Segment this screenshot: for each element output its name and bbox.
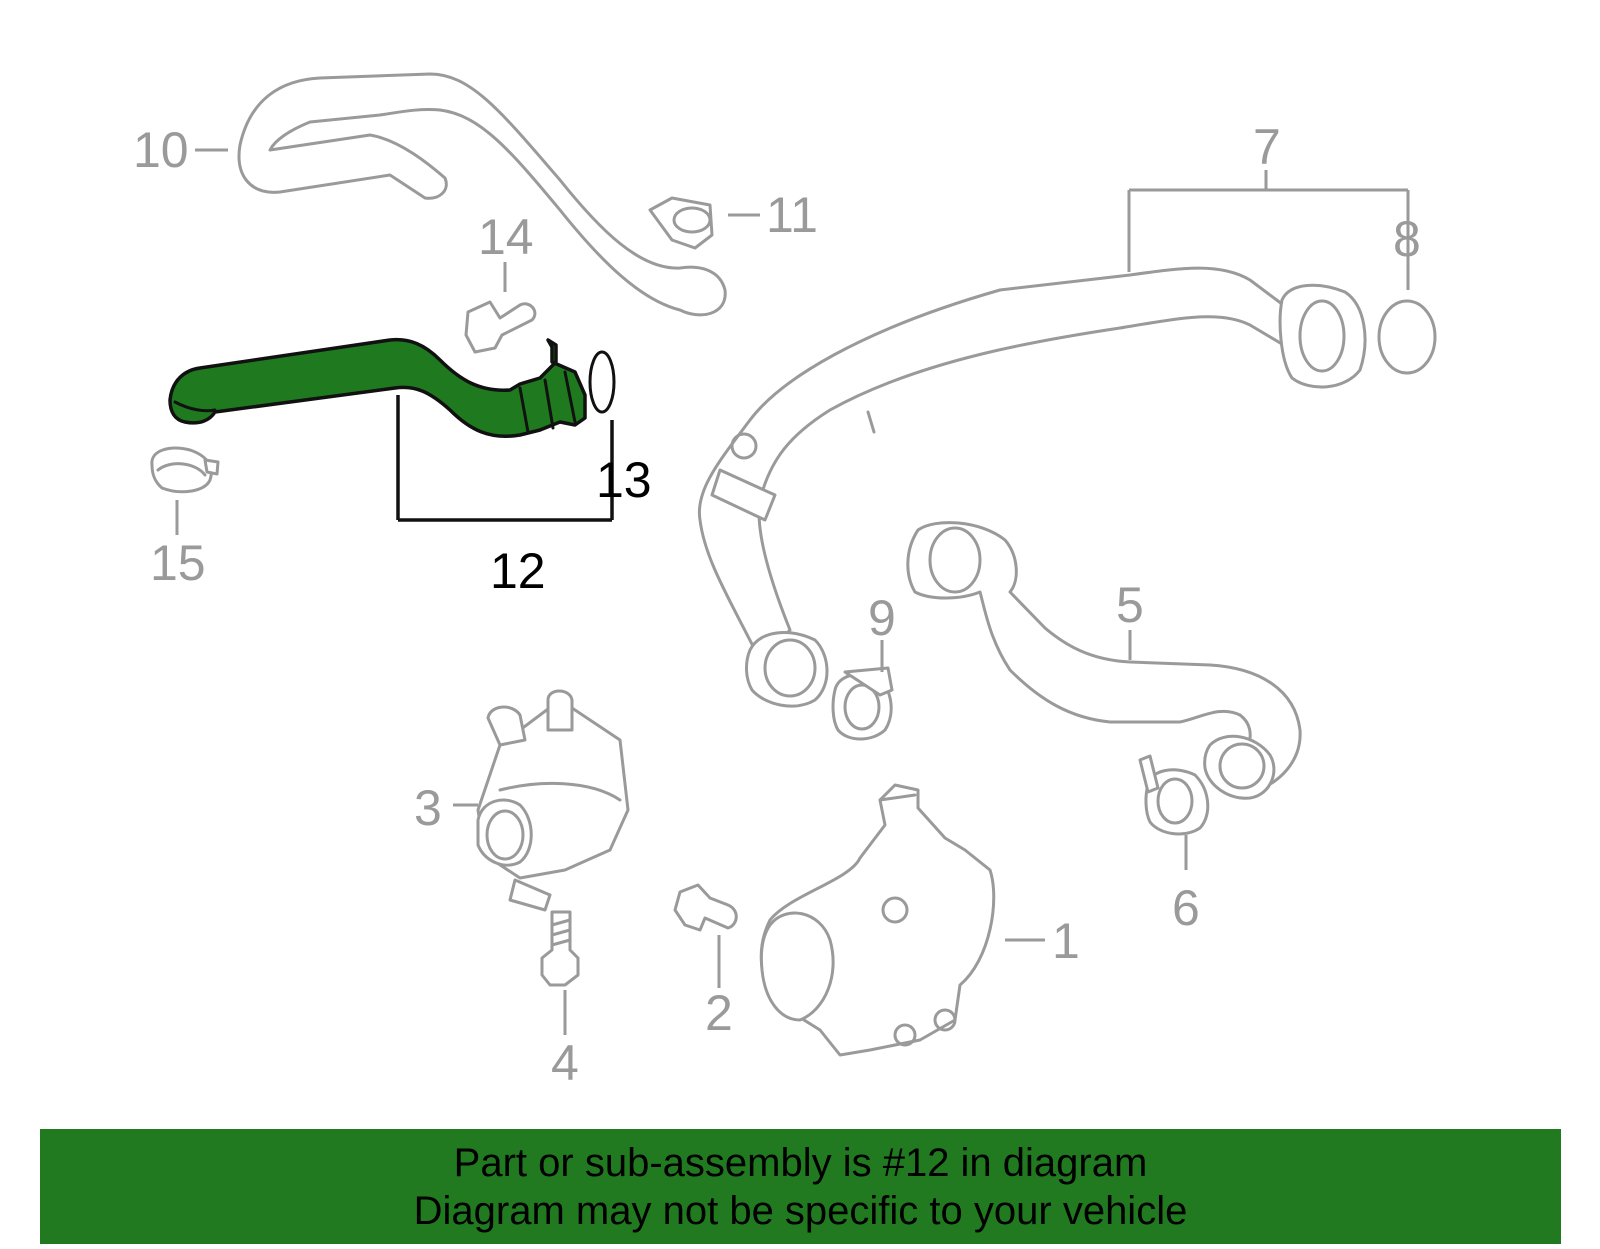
- footer-line-2: Diagram may not be specific to your vehi…: [413, 1189, 1188, 1233]
- part-15-clamp[interactable]: [150, 446, 220, 494]
- callout-12: 12: [490, 543, 546, 599]
- part-14-bolt[interactable]: [464, 300, 537, 354]
- callout-6: 6: [1172, 880, 1200, 936]
- callout-9: 9: [868, 590, 896, 646]
- footer-banner: Part or sub-assembly is #12 in diagram D…: [40, 1129, 1561, 1244]
- callout-3: 3: [414, 780, 442, 836]
- callout-5: 5: [1116, 577, 1144, 633]
- callout-2: 2: [705, 985, 733, 1041]
- part-12-hose-highlighted[interactable]: [168, 337, 587, 438]
- leader-lines: [175, 148, 1410, 1035]
- callout-13: 13: [596, 452, 652, 508]
- part-13-o-ring[interactable]: [588, 350, 616, 414]
- part-7-pipe[interactable]: [697, 266, 1367, 708]
- callout-8: 8: [1393, 211, 1421, 267]
- part-10-hose[interactable]: [237, 72, 727, 317]
- part-8-seal-ring[interactable]: [1377, 299, 1437, 375]
- footer-line-1: Part or sub-assembly is #12 in diagram: [453, 1141, 1148, 1185]
- part-4-bolt[interactable]: [540, 910, 580, 987]
- callout-4: 4: [551, 1035, 579, 1091]
- callout-11: 11: [766, 187, 818, 243]
- callout-7: 7: [1253, 119, 1281, 175]
- part-11-clamp[interactable]: [648, 196, 714, 250]
- callout-10: 10: [133, 122, 189, 178]
- part-1-water-pump[interactable]: [759, 783, 996, 1057]
- callout-1: 1: [1052, 913, 1080, 969]
- part-3-thermostat-housing[interactable]: [476, 689, 630, 912]
- part-2-bolt[interactable]: [673, 883, 738, 932]
- callout-14: 14: [478, 209, 534, 265]
- parts-diagram: 10 11 14 15 7 8 5 9 6 3 4 2 1 12 13: [133, 72, 1437, 1091]
- callout-15: 15: [150, 535, 206, 591]
- part-9-clamp[interactable]: [831, 666, 894, 741]
- part-5-hose[interactable]: [906, 521, 1302, 800]
- part-6-clamp[interactable]: [1138, 754, 1210, 836]
